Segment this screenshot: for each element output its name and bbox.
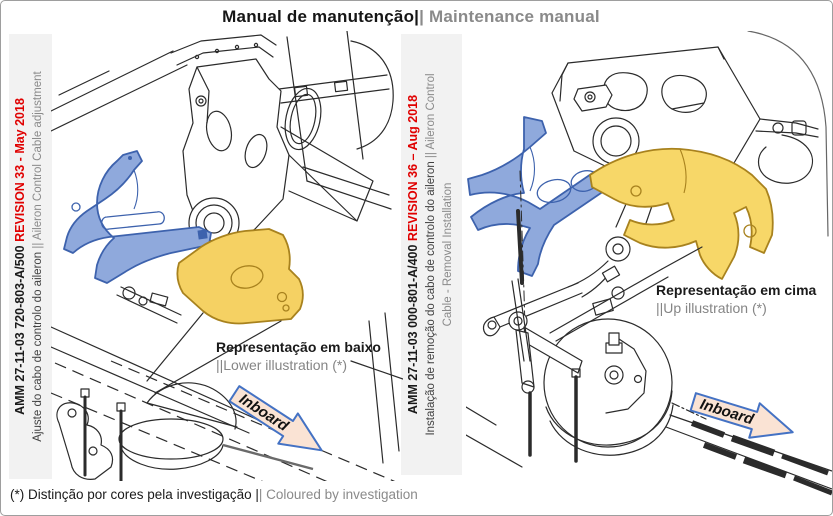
middle-task-title-line2: Cable - Removal Installation [440,34,457,475]
cable-turnbuckles [690,420,832,496]
direction-underline [222,443,314,471]
middle-reference-strip [401,34,462,475]
middle-amm-number: AMM 27-11-03 000-801-A/400 [406,241,420,415]
arrow-right-icon [228,385,323,452]
left-reference-strip [9,34,52,479]
left-figure-caption: Representação em baixo ||Lower illustrat… [216,339,381,374]
arrow-right-icon [689,392,794,439]
right-figure-caption: Representação em cima ||Up illustration … [656,282,816,317]
inboard-arrow-right: Inboard [686,382,801,452]
middle-revision-label: REVISION 36 – Aug 2018 [406,94,420,242]
middle-task-en2: Cable - Removal Installation [442,182,454,327]
middle-task-title: Instalação de remoção do cabo de control… [423,34,440,475]
hidden-structure-dashes [51,360,396,481]
yellow-highlight-crank [589,147,774,280]
page-title: Manual de manutenção|| Maintenance manua… [1,7,821,27]
yellow-highlight-quadrant [176,228,304,325]
inboard-arrow-left: Inboard [222,376,334,468]
left-task-title: Ajuste do cabo de controlo do aileron ||… [30,34,47,479]
left-caption-en: ||Lower illustration (*) [216,356,347,373]
drum-and-cable-assembly [466,170,723,468]
blue-highlight-bellcrank [63,150,212,284]
middle-task-pt: Instalação de remoção do cabo de control… [425,158,437,436]
footer-note: (*) Distinção por cores pela investigaçã… [10,487,418,502]
footer-note-pt: (*) Distinção por cores pela investigaçã… [10,487,259,502]
left-caption-pt: Representação em baixo [216,339,381,355]
footer-note-en: | Coloured by investigation [258,487,418,502]
right-illustration [466,31,832,496]
left-amm-number: AMM 27-11-03 720-803-A/500 [13,241,27,415]
middle-amm-reference: AMM 27-11-03 000-801-A/400 REVISION 36 –… [405,34,422,475]
left-task-pt: Ajuste do cabo de controlo do aileron [32,248,44,442]
right-caption-en: ||Up illustration (*) [656,299,767,316]
middle-task-en: || Aileron Control [425,73,437,159]
left-illustration [51,31,403,481]
left-task-en: || Aileron Control Cable adjustment [32,71,44,249]
page-title-en: | Maintenance manual [419,7,600,26]
left-revision-label: REVISION 33 - May 2018 [13,98,27,242]
left-amm-reference: AMM 27-11-03 720-803-A/500 REVISION 33 -… [12,34,29,479]
panel-and-plate-structure [551,31,829,237]
cable-and-pulley-assembly [51,286,282,481]
right-caption-pt: Representação em cima [656,282,817,298]
page-title-pt: Manual de manutenção| [222,7,420,26]
